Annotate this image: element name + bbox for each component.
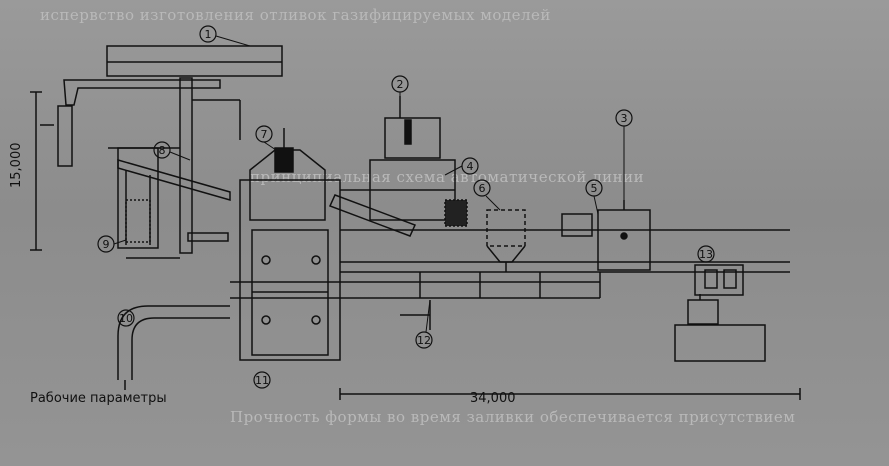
unit-9-10-piping [117,257,230,390]
callout-label-7: 7 [261,128,268,141]
callout-label-9: 9 [103,238,110,251]
callout-label-5: 5 [591,182,598,195]
dimension-width-label: 34,000 [470,391,516,406]
bleed-text-line-2: принципиальная схема автоматической лини… [250,168,645,186]
leader-lines [113,35,625,333]
bleed-text-bottom: Прочность формы во время заливки обеспеч… [230,408,796,426]
callout-11 [253,371,271,389]
main-conveyor [230,229,790,330]
callout-label-10: 10 [119,312,133,325]
callout-label-2: 2 [397,78,404,91]
callout-1 [199,25,217,43]
callout-label-6: 6 [479,182,486,195]
callout-label-11: 11 [255,374,269,387]
bleed-text-line-1: испервство изготовления отливок газифици… [40,6,551,24]
callout-8 [153,141,171,159]
unit-4-chute [328,189,417,237]
callout-6 [473,179,491,197]
callout-12 [415,331,433,349]
callout-label-1: 1 [205,28,212,41]
unit-7-mould-station [239,128,341,361]
callout-label-13: 13 [699,248,713,261]
callout-13 [697,245,715,263]
callout-10 [117,309,135,327]
unit-3-5-right [561,200,766,362]
unit-1-hopper [40,45,283,167]
unit-8-feeder [108,147,231,249]
figure-caption-fragment: Рабочие параметры [30,391,167,406]
dimension-lines [30,91,801,400]
unit-2-filler [369,96,468,227]
frame-left [179,77,241,254]
callout-label-4: 4 [467,160,474,173]
dimension-height-label: 15,000 [9,143,24,189]
callout-label-3: 3 [621,112,628,125]
callout-label-12: 12 [417,334,431,347]
callout-label-8: 8 [159,144,166,157]
